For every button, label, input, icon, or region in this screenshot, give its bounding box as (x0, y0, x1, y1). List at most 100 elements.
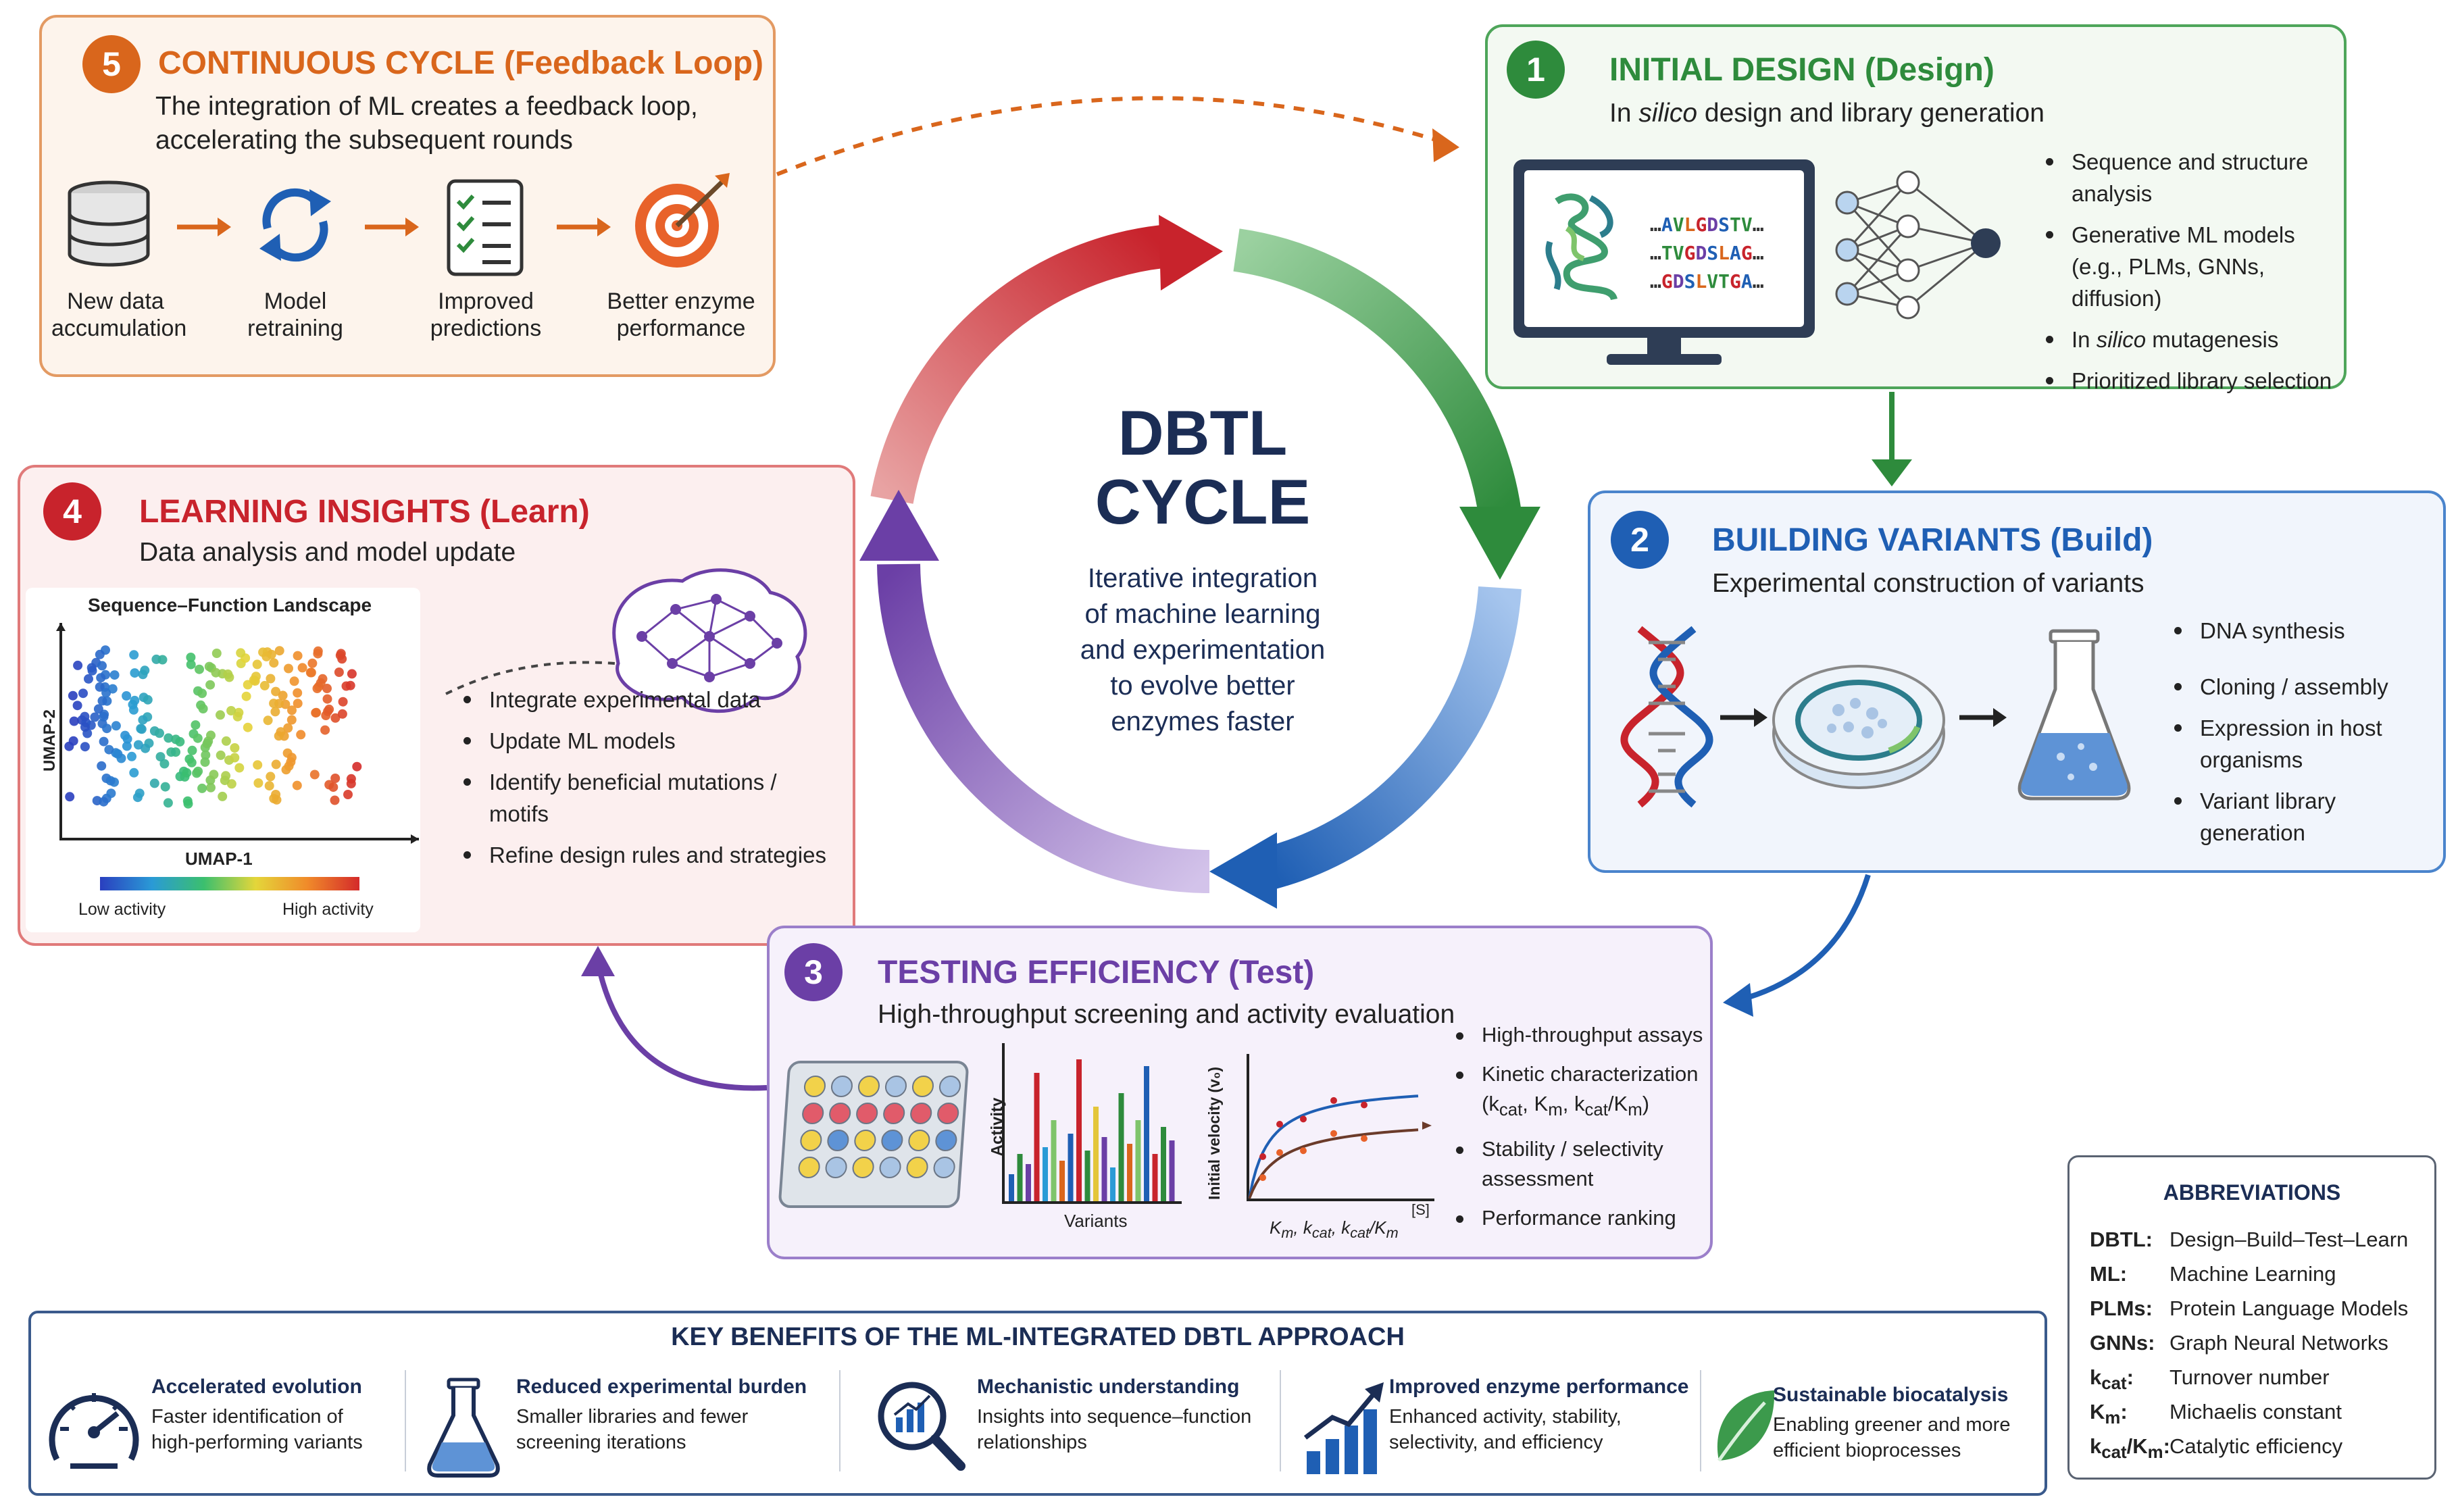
umap-point (106, 788, 116, 799)
abbreviation-row: PLMs:Protein Language Models (2090, 1296, 2409, 1320)
key-benefits-panel: KEY BENEFITS OF THE ML-INTEGRATED DBTL A… (28, 1311, 2047, 1496)
arrow-icon (1959, 708, 2007, 727)
plate-well (878, 1157, 902, 1178)
step-badge-1: 1 (1507, 41, 1565, 99)
umap-point (166, 747, 176, 757)
plate-well (830, 1076, 854, 1097)
michaelis-menten-plot (1247, 1054, 1434, 1201)
well-plate (778, 1061, 970, 1208)
variant-bar (1034, 1073, 1040, 1201)
kinetics-xlabel: Km, kcat, kcat/Km (1270, 1217, 1399, 1242)
umap-point (269, 699, 279, 709)
purple-arrowhead (859, 490, 939, 561)
umap-point (271, 686, 281, 697)
feedback-dashed-arrow (776, 96, 1443, 176)
sequence-lines: …AVLGDSTV……TVGDSLAG……GDSLVTGA… (1650, 211, 1764, 296)
bullet-item: Prioritized library selection (2042, 365, 2339, 397)
umap-point (102, 724, 112, 734)
bullet-item: Kinetic characterization(kcat, Km, kcat/… (1452, 1059, 1715, 1125)
abbreviation-row: DBTL:Design–Build–Test–Learn (2090, 1228, 2409, 1251)
neural-network-icon (1835, 170, 2001, 320)
umap-point (232, 711, 243, 722)
umap-point (195, 664, 204, 674)
umap-point (95, 682, 105, 692)
bar-growth-icon (1303, 1382, 1384, 1474)
umap-point (271, 759, 281, 770)
umap-point (311, 707, 322, 717)
plate-well (907, 1130, 931, 1151)
umap-point (95, 649, 105, 659)
cycle-desc-line: of machine learning (1084, 599, 1321, 629)
umap-point (80, 742, 90, 752)
abbreviations-title: ABBREVIATIONS (2163, 1180, 2341, 1205)
plate-well (851, 1157, 875, 1178)
kinetic-point (1300, 1147, 1307, 1155)
umap-point (160, 782, 170, 792)
panel2-subtitle: Experimental construction of variants (1712, 569, 2145, 598)
bullet-item: DNA synthesis (2170, 615, 2440, 647)
umap-point (286, 753, 297, 763)
variant-bar (1059, 1161, 1065, 1201)
umap-point (313, 646, 323, 656)
plate-well (857, 1076, 881, 1097)
abbreviation-row: Km:Michaelis constant (2090, 1400, 2342, 1428)
umap-scatter-plot (56, 623, 419, 844)
benefit-title: Sustainable biocatalysis (1773, 1384, 2009, 1406)
umap-point (337, 709, 347, 719)
variant-bar (1144, 1066, 1149, 1201)
umap-point (211, 649, 222, 658)
umap-point (220, 776, 230, 786)
umap-point (97, 761, 107, 771)
sequence-line: …TVGDSLAG… (1650, 242, 1764, 264)
sequence-line: …AVLGDSTV… (1650, 213, 1764, 236)
umap-point (209, 770, 219, 780)
benefit-title: Mechanistic understanding (977, 1376, 1240, 1398)
umap-point (334, 667, 344, 677)
plate-well (803, 1076, 827, 1097)
benefit-title: Improved enzyme performance (1389, 1376, 1689, 1398)
panel4-subtitle: Data analysis and model update (139, 538, 516, 567)
umap-point (337, 654, 347, 664)
umap-point (164, 733, 174, 743)
variant-bar (1043, 1147, 1048, 1201)
umap-point (130, 668, 140, 678)
umap-point (287, 705, 297, 715)
umap-point (269, 658, 279, 668)
umap-point (274, 646, 284, 656)
umap-point (96, 673, 106, 683)
well-grid (797, 1076, 962, 1178)
umap-point (252, 659, 262, 670)
petri-dish-icon (1772, 665, 1945, 789)
umap-point (149, 778, 159, 788)
plate-well (932, 1157, 956, 1178)
monitor-base (1607, 354, 1722, 365)
umap-point (284, 663, 293, 674)
umap-point (93, 704, 103, 714)
checklist-icon (447, 179, 524, 276)
umap-point (289, 676, 299, 686)
panel4-bullets: Integrate experimental data Update ML mo… (459, 684, 838, 880)
umap-point (200, 757, 210, 767)
panel5-title: CONTINUOUS CYCLE (Feedback Loop) (158, 45, 764, 81)
bar-chart-xlabel: Variants (1064, 1211, 1128, 1231)
umap-point (80, 711, 90, 722)
step-badge-2: 2 (1611, 511, 1669, 569)
umap-point (330, 774, 341, 783)
umap-point (163, 798, 173, 808)
flask-icon (2017, 629, 2131, 801)
umap-point (343, 790, 353, 799)
umap-point (122, 741, 132, 751)
step-badge-4: 4 (43, 482, 101, 540)
umap-point (293, 651, 303, 661)
umap-point (193, 733, 203, 743)
umap-point (328, 782, 338, 792)
plate-well (828, 1103, 852, 1124)
umap-point (140, 665, 150, 676)
plate-well (799, 1130, 823, 1151)
umap-point (330, 713, 341, 723)
panel-learning-insights: 4 LEARNING INSIGHTS (Learn) Data analysi… (18, 465, 855, 946)
divider (839, 1370, 841, 1471)
plate-well (801, 1103, 825, 1124)
